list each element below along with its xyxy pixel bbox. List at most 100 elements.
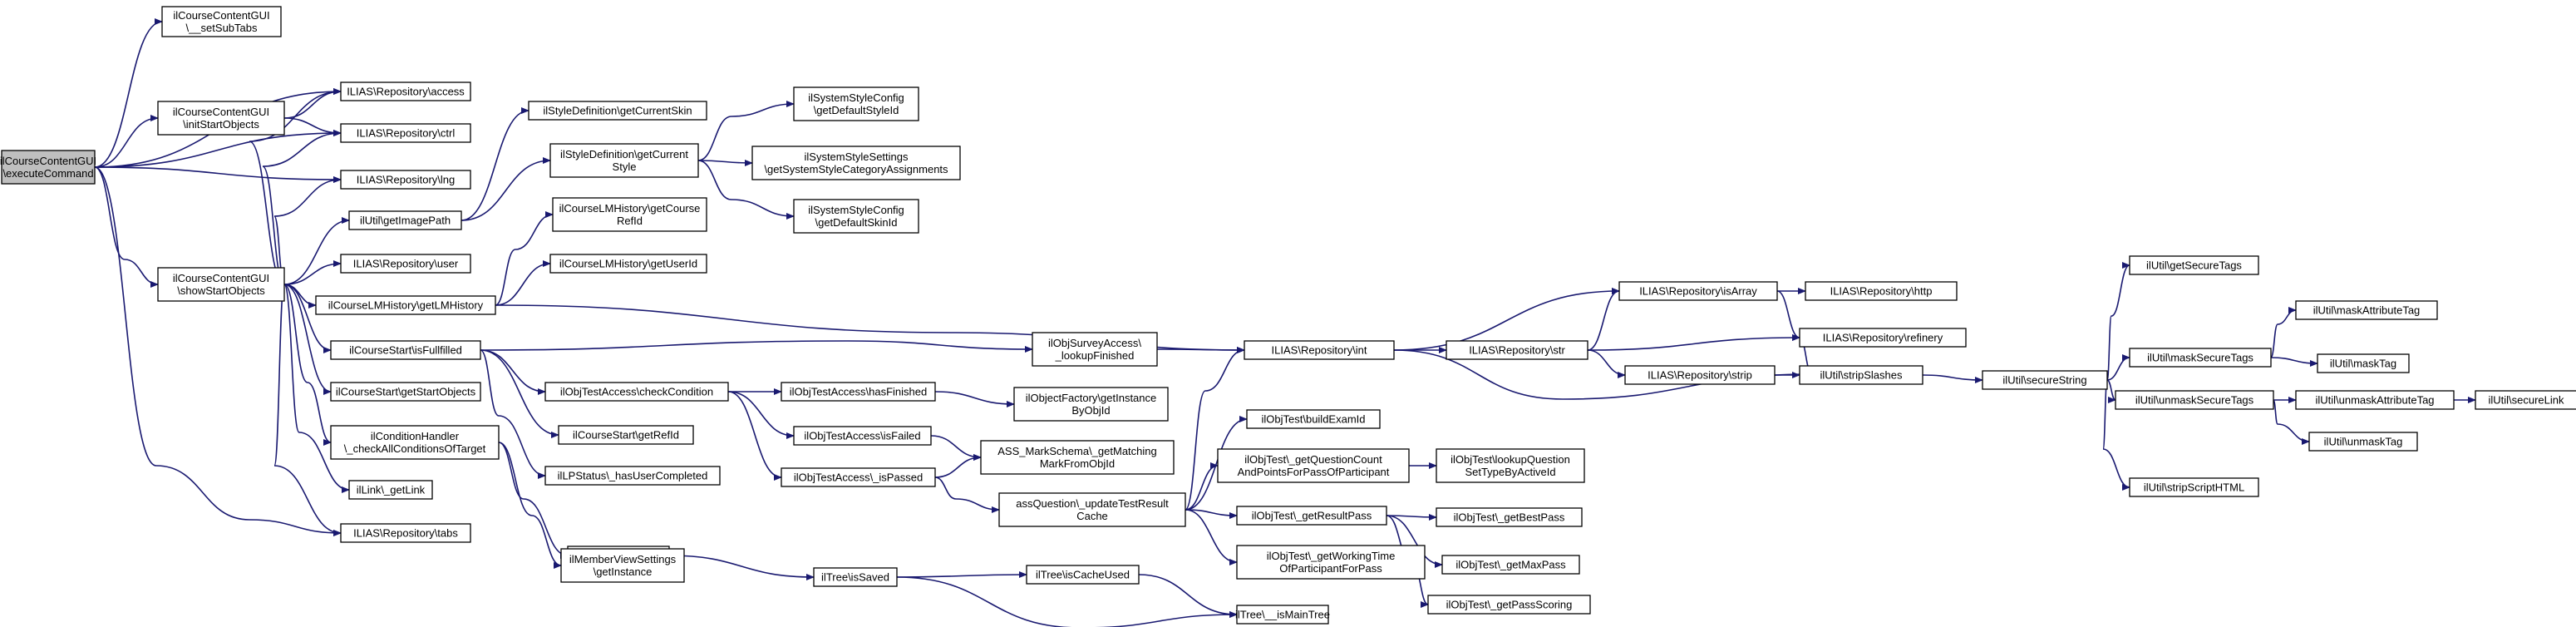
- node-label: ILIAS\Repository\isArray: [1639, 285, 1757, 298]
- node-unmaskAttributeTag[interactable]: ilUtil\unmaskAttributeTag: [2295, 390, 2455, 410]
- call-edge-getCurrentStyle-to-getDefaultStyleId: [697, 101, 795, 161]
- node-isFullfilled[interactable]: ilCourseStart\isFullfilled: [330, 340, 481, 360]
- node-int[interactable]: ILIAS\Repository\int: [1244, 340, 1395, 360]
- node-stripScriptHTML[interactable]: ilUtil\stripScriptHTML: [2129, 477, 2259, 497]
- node-getPassScoring[interactable]: ilObjTest\_getPassScoring: [1427, 595, 1591, 615]
- node-getDefaultStyleId[interactable]: ilSystemStyleConfig\getDefaultStyleId: [793, 86, 919, 121]
- node-secureString[interactable]: ilUtil\secureString: [1982, 370, 2108, 390]
- node-box: [2295, 390, 2455, 410]
- node-label: ASS_MarkSchema\_getMatching: [997, 445, 1156, 457]
- node-strip[interactable]: ILIAS\Repository\strip: [1624, 365, 1776, 385]
- node-label: ByObjId: [1071, 404, 1110, 417]
- node-box: [340, 81, 471, 101]
- node-label: ILIAS\Repository\refinery: [1823, 332, 1943, 344]
- node-label: ILIAS\Repository\access: [347, 86, 465, 98]
- node-getQuestionCount[interactable]: ilObjTest\_getQuestionCountAndPointsForP…: [1217, 448, 1410, 483]
- node-refinery[interactable]: ILIAS\Repository\refinery: [1799, 328, 1967, 348]
- call-edge-root-to-initStart: [94, 115, 159, 168]
- node-getBestPass[interactable]: ilObjTest\_getBestPass: [1436, 507, 1583, 527]
- node-getImagePath[interactable]: ilUtil\getImagePath: [348, 210, 462, 230]
- node-label: ilUtil\getSecureTags: [2146, 259, 2242, 272]
- call-edge-showStart-to-access: [249, 88, 342, 285]
- node-box: [1618, 281, 1778, 301]
- call-edge-showStart-to-checkAllCond: [283, 284, 332, 446]
- node-box: [998, 492, 1186, 527]
- call-edge-checkAllCond-to-memberView: [498, 442, 562, 569]
- node-hasUserCompleted[interactable]: ilLPStatus\_hasUserCompleted: [544, 466, 721, 486]
- node-getStartObjects[interactable]: ilCourseStart\getStartObjects: [330, 382, 481, 402]
- node-getLink[interactable]: ilLink\_getLink: [348, 480, 433, 500]
- node-label: ilUtil\maskTag: [2330, 358, 2396, 370]
- node-showStart[interactable]: ilCourseContentGUI\showStartObjects: [157, 267, 285, 302]
- node-lng[interactable]: ILIAS\Repository\lng: [340, 170, 471, 190]
- node-user[interactable]: ILIAS\Repository\user: [340, 254, 471, 274]
- node-isSaved[interactable]: ilTree\isSaved: [813, 567, 898, 587]
- node-maskAttributeTag[interactable]: ilUtil\maskAttributeTag: [2295, 300, 2438, 320]
- node-str[interactable]: ILIAS\Repository\str: [1446, 340, 1588, 360]
- node-getCurrentSkin[interactable]: ilStyleDefinition\getCurrentSkin: [528, 101, 707, 121]
- node-unmaskTag[interactable]: ilUtil\unmaskTag: [2308, 432, 2418, 452]
- node-initStart[interactable]: ilCourseContentGUI\initStartObjects: [157, 101, 285, 136]
- node-tabs[interactable]: ILIAS\Repository\tabs: [340, 523, 471, 543]
- node-box: [1246, 409, 1381, 429]
- node-ctrl[interactable]: ILIAS\Repository\ctrl: [340, 123, 471, 143]
- node-getRefId[interactable]: ilCourseStart\getRefId: [558, 425, 694, 445]
- node-isPassed[interactable]: ilObjTestAccess\_isPassed: [781, 467, 936, 487]
- node-label: ilObjectFactory\getInstance: [1026, 392, 1157, 404]
- call-edge-secureString-to-getSecureTags: [2106, 262, 2130, 381]
- node-stripSlashes[interactable]: ilUtil\stripSlashes: [1799, 365, 1923, 385]
- node-access[interactable]: ILIAS\Repository\access: [340, 81, 471, 101]
- node-getSysStyleCat[interactable]: ilSystemStyleSettings\getSystemStyleCate…: [751, 146, 961, 180]
- node-getUserId[interactable]: ilCourseLMHistory\getUserId: [549, 254, 707, 274]
- node-box: [157, 101, 285, 136]
- call-edge-getLMHistory-to-getUserId: [495, 260, 551, 306]
- node-getSecureTags[interactable]: ilUtil\getSecureTags: [2129, 255, 2259, 275]
- node-hasFinished[interactable]: ilObjTestAccess\hasFinished: [781, 382, 936, 402]
- node-isFailed[interactable]: ilObjTestAccess\isFailed: [793, 426, 932, 446]
- node-box: [560, 548, 685, 583]
- node-isMainTree[interactable]: ilTree\__isMainTree: [1235, 605, 1330, 625]
- node-secureLink[interactable]: ilUtil\secureLink: [2475, 390, 2576, 410]
- node-lookupFinished[interactable]: ilObjSurveyAccess\_lookupFinished: [1032, 332, 1158, 367]
- call-edge-showStart-to-ctrl: [262, 130, 342, 285]
- node-getLMHistory[interactable]: ilCourseLMHistory\getLMHistory: [315, 295, 496, 315]
- node-label: \_checkAllConditionsOfTarget: [344, 442, 486, 455]
- call-edge-isFullfilled-to-hasUserCompleted: [480, 349, 546, 479]
- call-edge-secureString-to-unmaskSecureTags: [2106, 379, 2116, 403]
- node-lookupQuestion[interactable]: ilObjTest\lookupQuestionSetTypeByActiveI…: [1436, 448, 1585, 483]
- node-buildExamId[interactable]: ilObjTest\buildExamId: [1246, 409, 1381, 429]
- node-box: [2129, 477, 2259, 497]
- node-box: [330, 340, 481, 360]
- node-box: [1032, 332, 1158, 367]
- node-box: [340, 254, 471, 274]
- node-getWorkingTime[interactable]: ilObjTest\_getWorkingTimeOfParticipantFo…: [1236, 545, 1426, 580]
- call-edge-str-to-refinery: [1587, 334, 1800, 351]
- node-maskSecureTags[interactable]: ilUtil\maskSecureTags: [2129, 348, 2272, 368]
- node-box: [315, 295, 496, 315]
- node-http[interactable]: ILIAS\Repository\http: [1805, 281, 1958, 301]
- node-unmaskSecureTags[interactable]: ilUtil\unmaskSecureTags: [2115, 390, 2274, 410]
- node-memberView[interactable]: ilMemberViewSettings\getInstance: [560, 548, 685, 583]
- node-box: [552, 197, 707, 232]
- edge-layer: [94, 18, 2476, 627]
- node-box: [340, 123, 471, 143]
- node-getResultPass[interactable]: ilObjTest\_getResultPass: [1236, 506, 1387, 526]
- node-getMaxPass[interactable]: ilObjTest\_getMaxPass: [1441, 555, 1580, 575]
- node-label: ILIAS\Repository\http: [1830, 285, 1933, 298]
- node-isCacheUsed[interactable]: ilTree\isCacheUsed: [1026, 565, 1140, 585]
- node-maskTag[interactable]: ilUtil\maskTag: [2317, 353, 2410, 373]
- node-checkAllCond[interactable]: ilConditionHandler\_checkAllConditionsOf…: [330, 425, 500, 460]
- node-root[interactable]: ilCourseContentGUI\executeCommand: [0, 150, 96, 185]
- node-checkCondition[interactable]: ilObjTestAccess\checkCondition: [544, 382, 729, 402]
- node-isArray[interactable]: ILIAS\Repository\isArray: [1618, 281, 1778, 301]
- node-getDefaultSkinId[interactable]: ilSystemStyleConfig\getDefaultSkinId: [793, 199, 919, 234]
- node-box: [1799, 328, 1967, 348]
- node-label: ilUtil\secureLink: [2488, 394, 2564, 407]
- node-setSubTabs[interactable]: ilCourseContentGUI\__setSubTabs: [161, 6, 282, 37]
